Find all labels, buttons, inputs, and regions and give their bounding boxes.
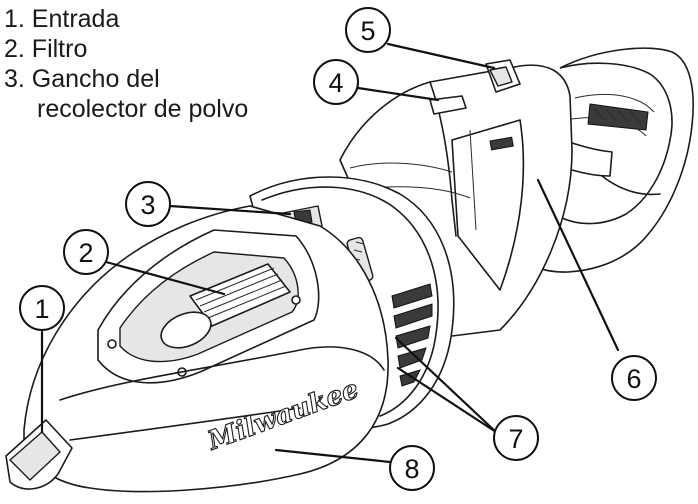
callout-6: 6 bbox=[611, 355, 657, 401]
legend-item-3-continued: recolector de polvo bbox=[37, 95, 249, 123]
callout-1: 1 bbox=[19, 285, 65, 331]
callout-2: 2 bbox=[63, 229, 109, 275]
vent-slots bbox=[391, 283, 433, 387]
svg-text:1: 1 bbox=[34, 294, 49, 324]
callout-4: 4 bbox=[313, 59, 359, 105]
callout-5: 5 bbox=[345, 7, 391, 53]
svg-text:3: 3 bbox=[140, 190, 155, 220]
svg-text:7: 7 bbox=[508, 424, 523, 454]
legend-item-1: 1. Entrada bbox=[4, 5, 120, 33]
parts-legend: 1. Entrada 2. Filtro 3. Gancho del recol… bbox=[4, 4, 248, 124]
svg-text:5: 5 bbox=[360, 16, 375, 46]
svg-text:4: 4 bbox=[328, 68, 343, 98]
legend-item-3: 3. Gancho del bbox=[4, 65, 160, 93]
callout-8: 8 bbox=[389, 445, 435, 491]
callout-7: 7 bbox=[493, 415, 539, 461]
leader-lines bbox=[40, 42, 620, 464]
svg-text:8: 8 bbox=[404, 454, 419, 484]
legend-item-2: 2. Filtro bbox=[4, 35, 88, 63]
filter-pleats bbox=[160, 263, 291, 349]
svg-text:2: 2 bbox=[78, 238, 93, 268]
dirt-bin-nozzle bbox=[5, 205, 389, 493]
callout-3: 3 bbox=[125, 181, 171, 227]
svg-text:6: 6 bbox=[626, 364, 641, 394]
